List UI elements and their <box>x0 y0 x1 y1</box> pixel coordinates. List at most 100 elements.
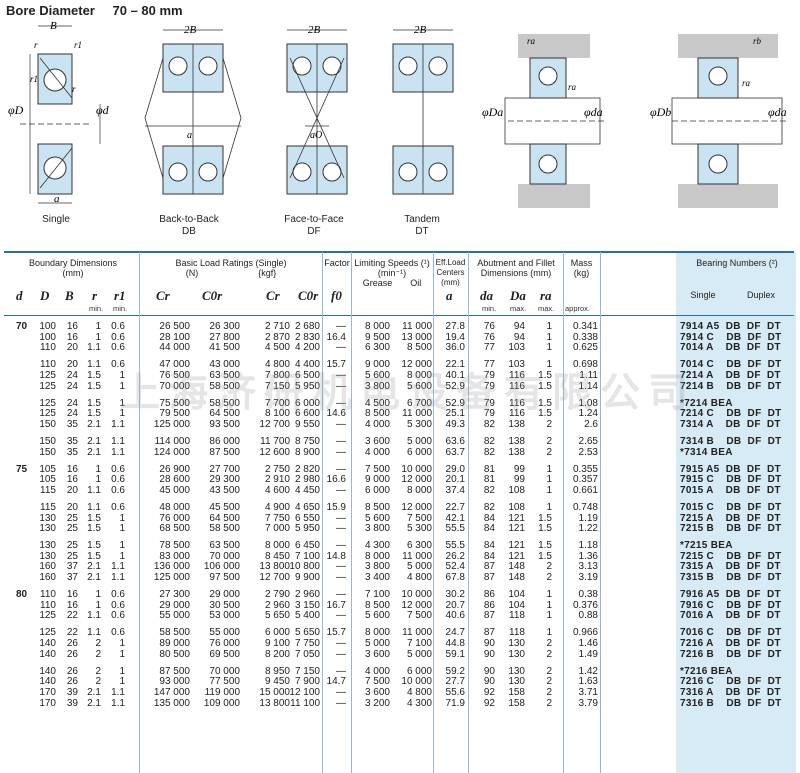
table-cell: 5 000 <box>406 435 432 447</box>
sym-D: D <box>40 288 50 303</box>
table-cell: 4 500 <box>364 397 390 409</box>
table-cell: 1.1 <box>87 359 101 371</box>
bearing-number: 7016 C DB DF DT <box>680 627 782 639</box>
table-cell: 1 <box>95 321 101 332</box>
table-cell: 1 <box>119 638 125 649</box>
table-cell: 150 <box>39 446 56 458</box>
table-cell: 4 800 <box>264 359 290 371</box>
table-cell: 0.6 <box>111 484 125 496</box>
table-cell: 1.1 <box>111 697 125 709</box>
table-cell: 2 870 <box>264 331 290 343</box>
table-cell: 5 300 <box>406 523 432 535</box>
bearing-number: 7314 B DB DF DT <box>680 435 782 447</box>
table-cell: 2 <box>546 665 552 677</box>
table-cell: 4 600 <box>264 484 290 496</box>
header-eff: Eff.Load Centers(mm) <box>435 258 466 287</box>
table-cell: 7 800 <box>264 369 290 381</box>
sym-B: B <box>65 288 74 303</box>
table-cell: 10 000 <box>401 589 432 601</box>
table-cell: 130 <box>39 523 56 535</box>
table-cell: 87 500 <box>159 665 190 677</box>
table-cell: 1 <box>119 369 125 381</box>
table-cell: 2 980 <box>294 474 320 486</box>
table-cell: — <box>336 589 346 601</box>
bearing-number: 7015 A DB DF DT <box>680 484 781 496</box>
table-cell: 9 550 <box>294 418 320 430</box>
svg-text:2B: 2B <box>414 24 427 36</box>
mounting-diagram-ra: ra ra φDa φda <box>482 34 605 208</box>
svg-text:ra: ra <box>742 78 751 88</box>
table-cell: 160 <box>39 561 56 573</box>
table-cell: 7 500 <box>406 512 432 524</box>
table-cell: 71.9 <box>445 697 465 709</box>
table-cell: 25 <box>66 540 78 552</box>
table-cell: 0.88 <box>578 610 598 622</box>
table-cell: 1.5 <box>538 540 552 552</box>
table-cell: 7 100 <box>364 589 390 601</box>
table-cell: 1 <box>546 484 552 496</box>
table-cell: 5 600 <box>364 512 390 524</box>
sub-min: min. <box>482 304 497 313</box>
table-cell: 100 <box>39 321 56 332</box>
table-cell: — <box>336 523 346 535</box>
column-divider <box>322 252 323 773</box>
table-cell: 1 <box>546 589 552 601</box>
table-cell: 1.18 <box>578 540 598 552</box>
table-cell: 1 <box>119 408 125 420</box>
table-cell: 105 <box>39 474 56 486</box>
bearing-number: *7314 BEA <box>680 446 733 458</box>
table-cell: 5 600 <box>364 610 390 622</box>
table-cell: — <box>336 418 346 430</box>
table-cell: 14.7 <box>326 676 346 688</box>
table-cell: 116 <box>509 397 525 409</box>
table-cell: 20 <box>66 501 78 513</box>
table-cell: 27.8 <box>445 321 465 332</box>
table-cell: 1.46 <box>578 638 598 649</box>
svg-text:ra: ra <box>568 82 577 92</box>
table-cell: 0.6 <box>111 359 125 371</box>
table-cell: 2 680 <box>294 321 320 332</box>
table-cell: 8 200 <box>264 648 290 660</box>
table-cell: 26 <box>66 665 78 677</box>
table-cell: 69 500 <box>209 648 240 660</box>
table-cell: 26 <box>66 676 78 688</box>
table-cell: 75 500 <box>159 397 190 409</box>
column-divider <box>563 252 564 773</box>
table-cell: 84 <box>483 540 495 552</box>
svg-text:ra: ra <box>527 36 536 46</box>
table-cell: 7 900 <box>294 676 320 688</box>
svg-text:2B: 2B <box>308 24 321 36</box>
table-cell: 84 <box>483 512 495 524</box>
table-cell: 5 300 <box>406 418 432 430</box>
table-cell: 8 500 <box>364 501 390 513</box>
table-cell: 104 <box>508 589 525 601</box>
table-cell: 1.42 <box>578 665 598 677</box>
table-cell: — <box>336 697 346 709</box>
table-cell: 9 000 <box>364 474 390 486</box>
table-cell: 5 400 <box>294 610 320 622</box>
table-cell: — <box>336 686 346 698</box>
table-cell: 130 <box>39 540 56 552</box>
table-cell: 16 <box>66 321 78 332</box>
table-cell: 140 <box>39 638 56 649</box>
sym-r: r <box>92 288 98 303</box>
table-cell: 16 <box>66 331 78 343</box>
table-cell: 28 600 <box>159 474 190 486</box>
table-cell: 87 <box>483 572 495 583</box>
table-cell: 1.1 <box>111 446 125 458</box>
table-cell: 1.5 <box>87 397 101 409</box>
table-cell: 0.6 <box>111 610 125 622</box>
table-cell: 103 <box>508 342 525 354</box>
table-cell: 1.1 <box>111 418 125 430</box>
table-cell: 12 700 <box>259 418 290 430</box>
sym-f0: f0 <box>331 288 342 303</box>
dt-bearing-diagram: 2B <box>392 24 454 195</box>
table-cell: 2 <box>546 446 552 458</box>
table-cell: 12 000 <box>401 359 432 371</box>
table-cell: 82 <box>483 435 495 447</box>
table-cell: 125 <box>39 369 56 381</box>
table-cell: 37 <box>66 572 78 583</box>
table-cell: 67.8 <box>445 572 465 583</box>
table-cell: 41 500 <box>209 342 240 354</box>
df-bearing-diagram: 2B aO <box>286 24 348 195</box>
